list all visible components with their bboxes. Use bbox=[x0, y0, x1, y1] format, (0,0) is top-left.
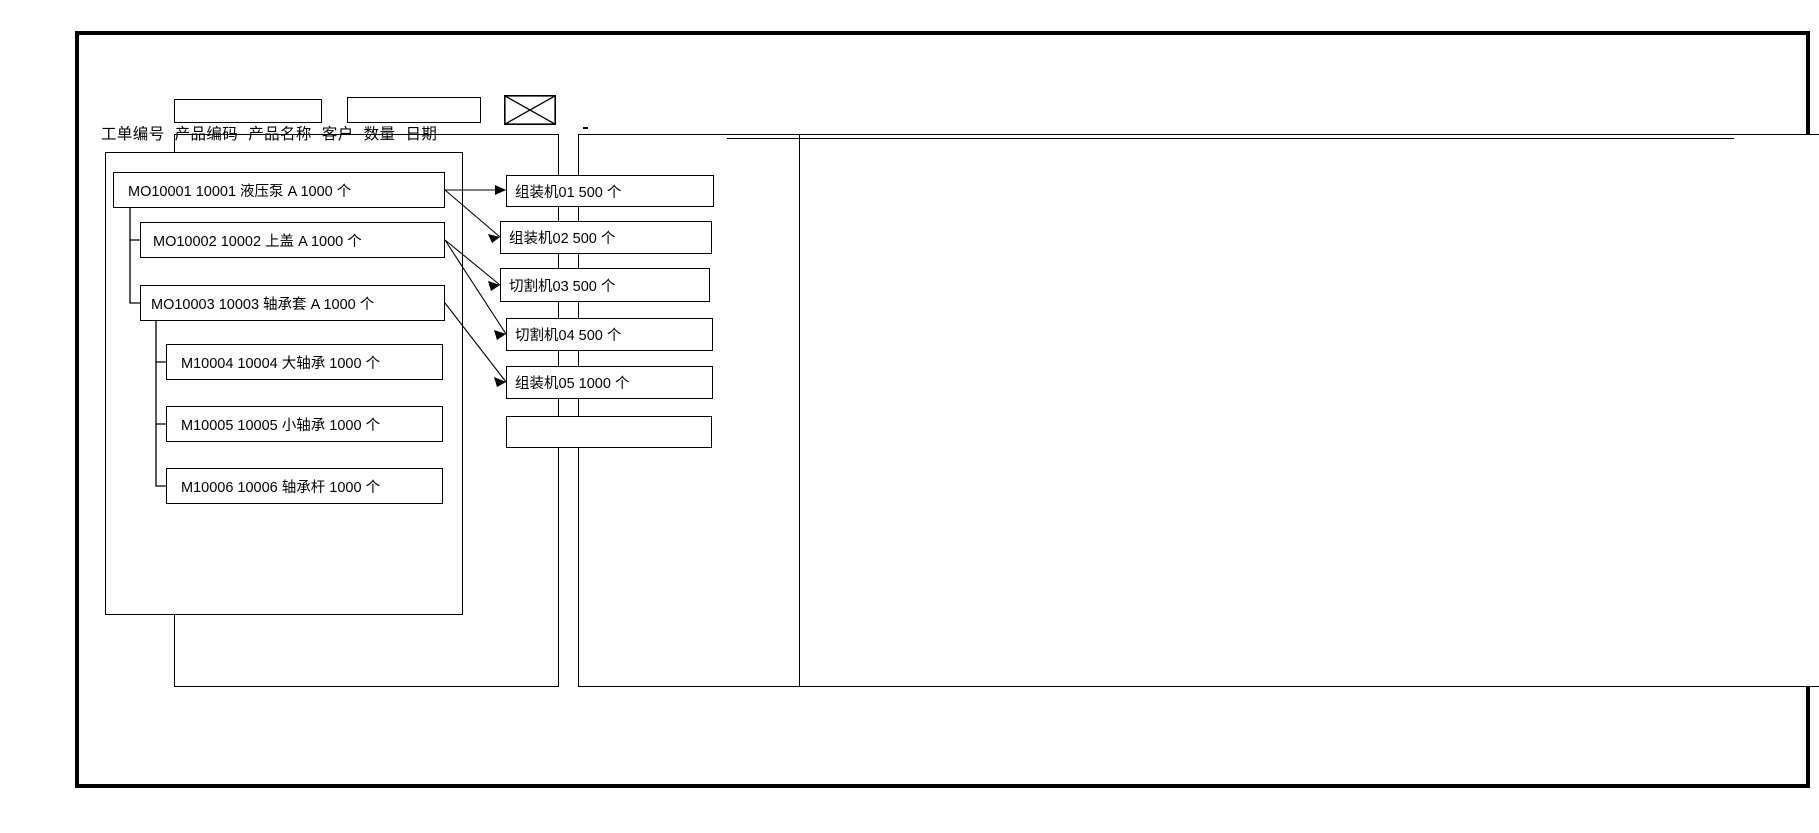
toolbar-input-two[interactable] bbox=[347, 97, 481, 123]
work-order-column-headers: 工单编号产品编码产品名称客户数量日期 bbox=[101, 122, 461, 144]
detail-panel-header-divider bbox=[727, 138, 1734, 139]
detail-panel bbox=[799, 134, 1819, 687]
mid-panel-marker-dot bbox=[583, 127, 588, 129]
machine-list-panel bbox=[578, 134, 800, 687]
machine-row-text: 组装机02 500 个 bbox=[509, 231, 616, 247]
column-header-product-name: 产品名称 bbox=[248, 126, 312, 143]
table-row[interactable]: M10004 10004 大轴承 1000 个 bbox=[166, 344, 443, 380]
list-item[interactable]: 组装机05 1000 个 bbox=[506, 366, 713, 399]
list-item[interactable] bbox=[506, 416, 712, 448]
column-header-customer: 客户 bbox=[321, 126, 354, 143]
x-box-icon[interactable] bbox=[504, 95, 556, 125]
list-item[interactable]: 组装机01 500 个 bbox=[506, 175, 714, 207]
table-row[interactable]: M10006 10006 轴承杆 1000 个 bbox=[166, 468, 443, 504]
machine-row-text: 切割机04 500 个 bbox=[515, 328, 622, 344]
row-text: M10004 10004 大轴承 1000 个 bbox=[181, 355, 381, 372]
list-item[interactable]: 组装机02 500 个 bbox=[500, 221, 712, 254]
list-item[interactable]: 切割机04 500 个 bbox=[506, 318, 713, 351]
column-header-order-no: 工单编号 bbox=[101, 126, 165, 143]
table-row[interactable]: MO10002 10002 上盖 A 1000 个 bbox=[140, 222, 445, 258]
row-text: M10006 10006 轴承杆 1000 个 bbox=[181, 479, 381, 496]
row-text: MO10002 10002 上盖 A 1000 个 bbox=[153, 233, 362, 250]
toolbar-input-one[interactable] bbox=[174, 99, 322, 123]
machine-row-text: 切割机03 500 个 bbox=[509, 278, 616, 295]
table-row[interactable]: MO10003 10003 轴承套 A 1000 个 bbox=[140, 285, 445, 321]
row-text: MO10003 10003 轴承套 A 1000 个 bbox=[151, 296, 375, 313]
column-header-quantity: 数量 bbox=[363, 126, 396, 143]
list-item[interactable]: 切割机03 500 个 bbox=[500, 268, 710, 302]
table-row[interactable]: M10005 10005 小轴承 1000 个 bbox=[166, 406, 443, 442]
machine-row-text: 组装机05 1000 个 bbox=[515, 376, 630, 392]
column-header-product-code: 产品编码 bbox=[174, 126, 239, 143]
row-text: MO10001 10001 液压泵 A 1000 个 bbox=[128, 183, 352, 200]
machine-row-text: 组装机01 500 个 bbox=[515, 184, 622, 201]
row-text: M10005 10005 小轴承 1000 个 bbox=[181, 417, 381, 434]
application-window-frame bbox=[75, 31, 1819, 788]
column-header-date: 日期 bbox=[405, 126, 438, 143]
table-row[interactable]: MO10001 10001 液压泵 A 1000 个 bbox=[113, 172, 445, 208]
